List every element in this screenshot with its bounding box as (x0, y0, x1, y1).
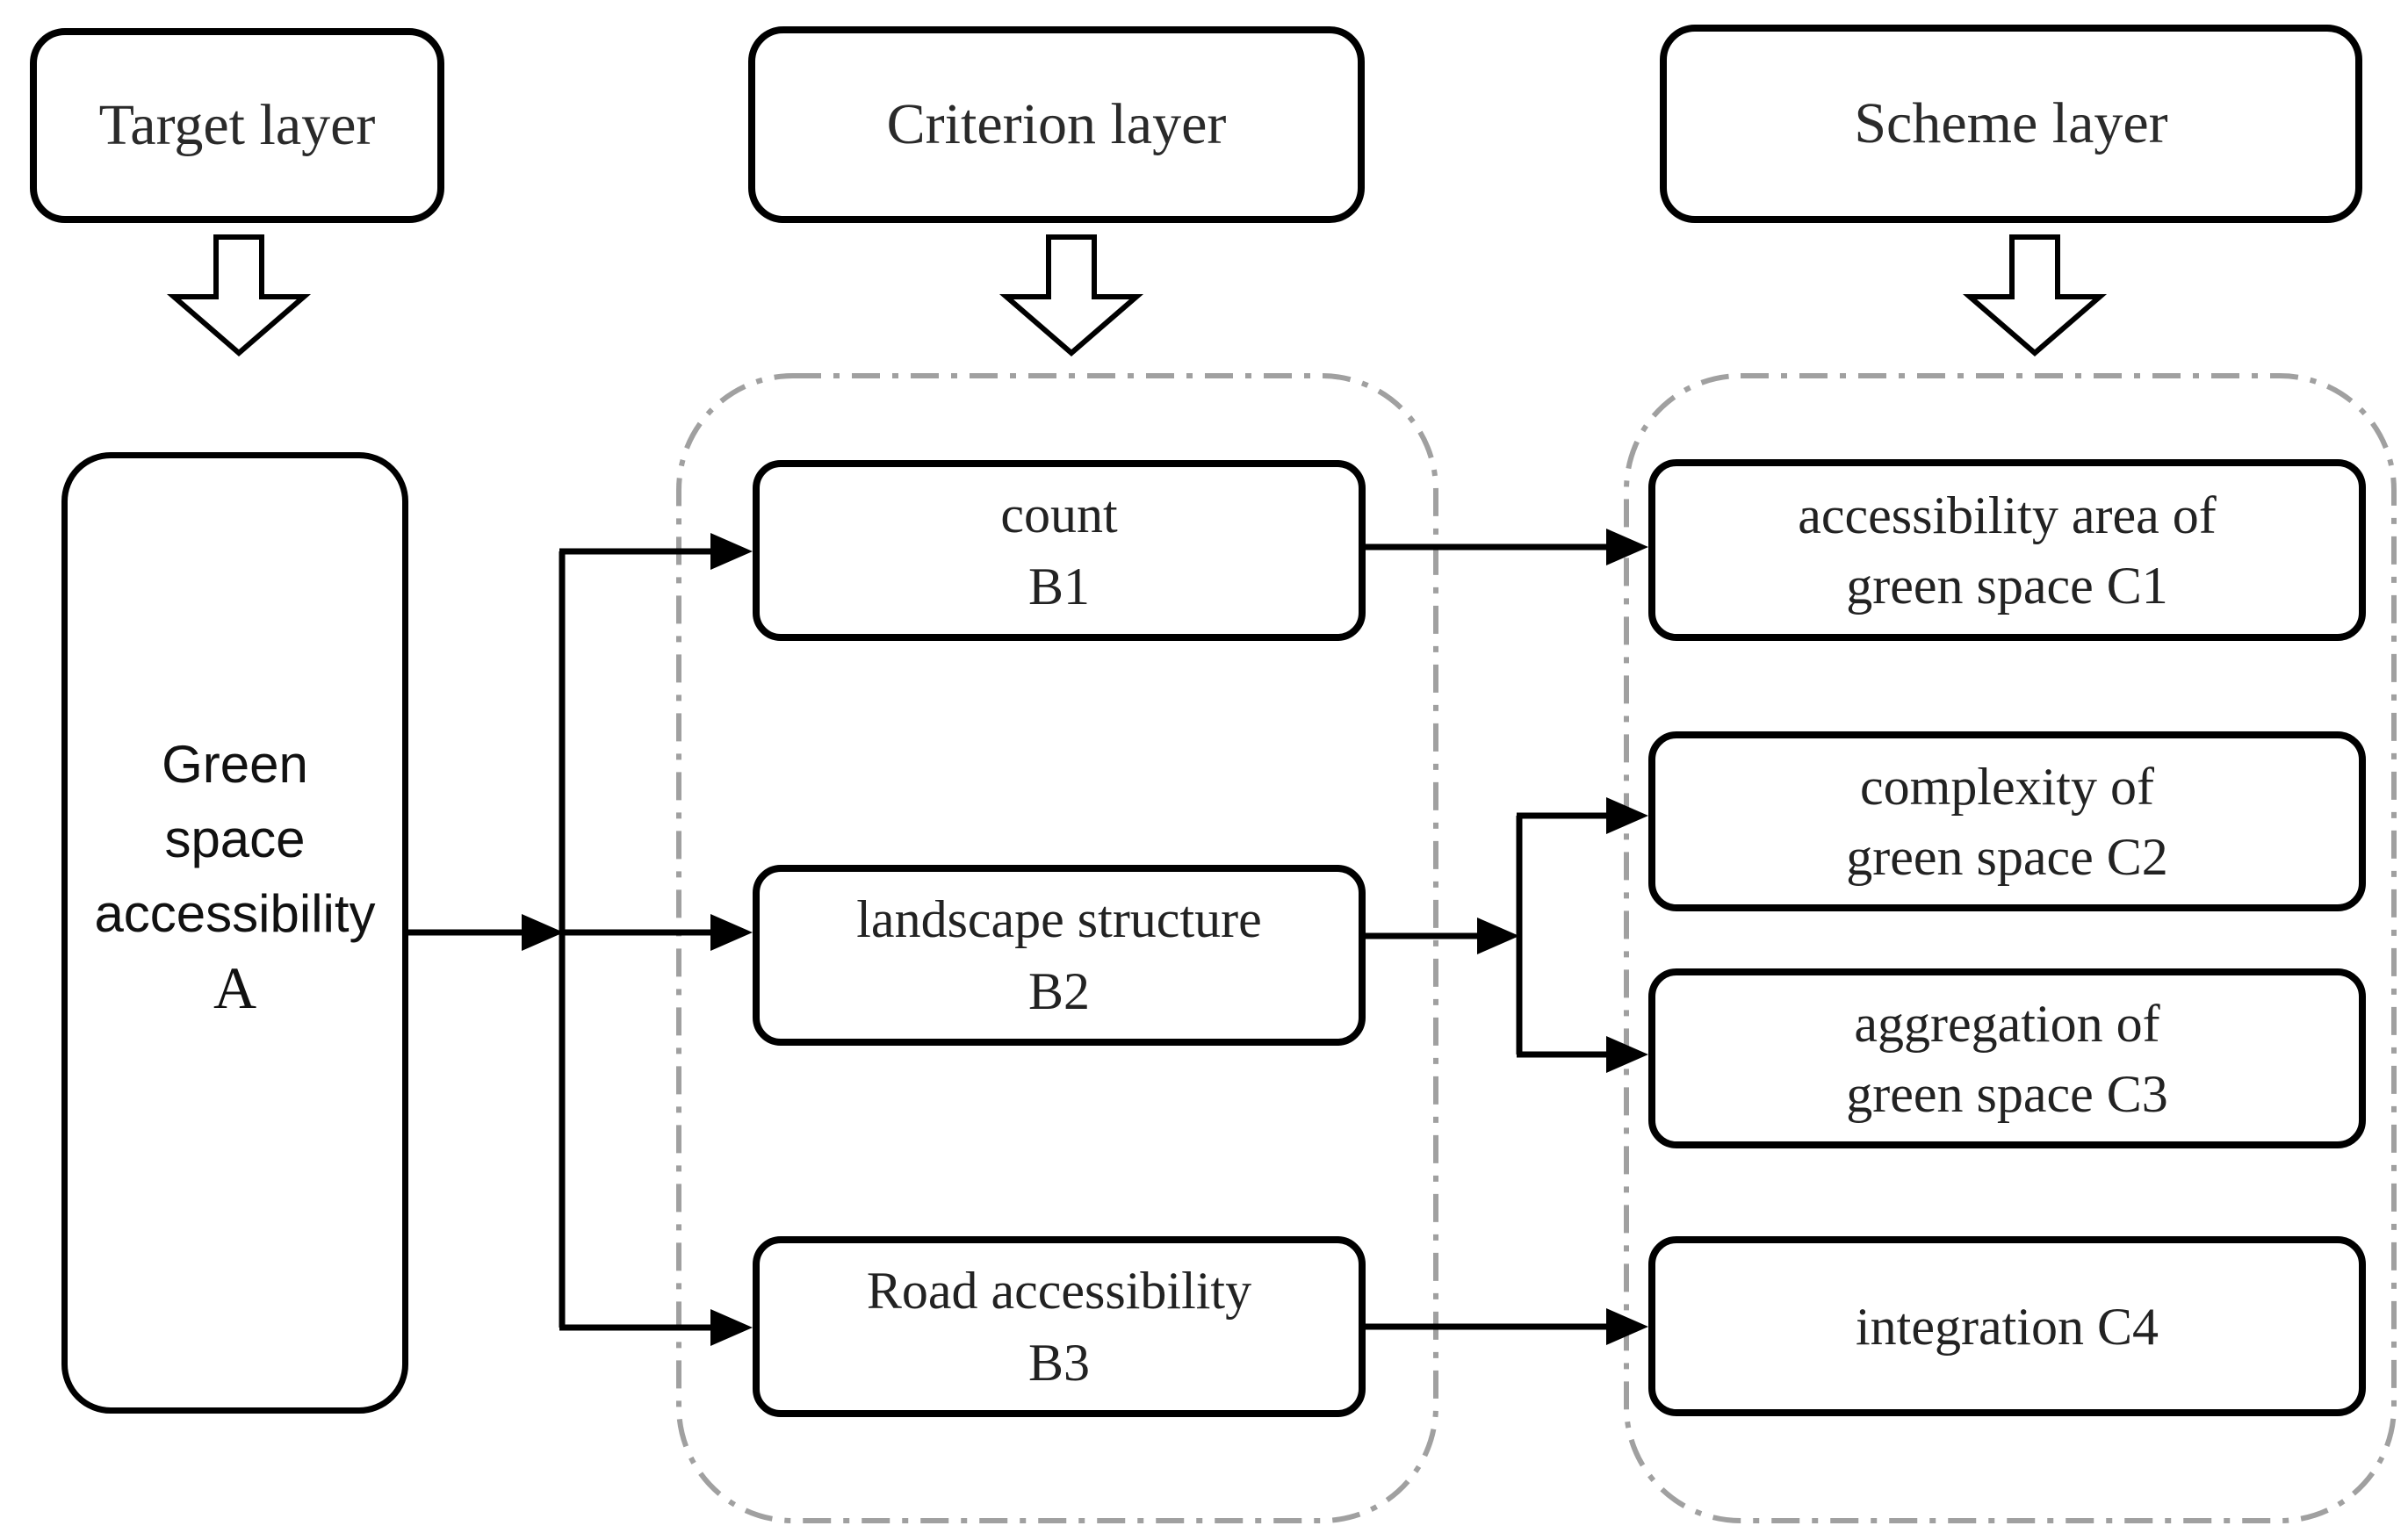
node-b3-label-line: Road accessibility (866, 1262, 1252, 1320)
scheme-group-border (1624, 373, 2397, 1523)
node-complexity-c2: complexity of green space C2 (1648, 731, 2366, 911)
node-count-b1: count B1 (753, 460, 1366, 641)
node-accessibility-area-c1: accessibility area of green space C1 (1648, 459, 2366, 641)
node-b2-label-line: landscape structure (856, 890, 1262, 948)
down-arrow-target (166, 234, 312, 356)
node-b2-label-line: B2 (1027, 962, 1091, 1020)
arrowhead-b3 (710, 1309, 753, 1346)
node-b1-label-line: B1 (1027, 558, 1091, 615)
arrowhead-c3 (1606, 1036, 1648, 1073)
arrowhead-junction (1477, 918, 1519, 954)
arrowhead-c2 (1606, 797, 1648, 834)
criterion-group-border (676, 373, 1438, 1523)
node-aggregation-c3: aggregation of green space C3 (1648, 968, 2366, 1148)
criterion-layer-header: Criterion layer (748, 26, 1365, 223)
node-c3-label-line: green space C3 (1846, 1064, 2168, 1123)
arrowhead-c1 (1606, 529, 1648, 565)
node-c4-label-line: integration C4 (1856, 1297, 2159, 1356)
node-integration-c4: integration C4 (1648, 1236, 2366, 1416)
arrowhead-a-to-trunk (522, 914, 564, 951)
node-a-label-line: accessibility (94, 883, 376, 943)
node-a-label-line: Green (162, 734, 308, 794)
node-c2-label-line: green space C2 (1846, 827, 2168, 886)
node-c1-label-line: green space C1 (1846, 556, 2168, 615)
target-layer-header-label: Target layer (98, 92, 376, 157)
down-arrow-scheme (1962, 234, 2108, 356)
arrowhead-b1 (710, 533, 753, 570)
node-green-space-accessibility-a: Green space accessibility A (61, 452, 408, 1414)
target-layer-header: Target layer (30, 28, 444, 223)
node-c3-label-line: aggregation of (1854, 994, 2160, 1053)
node-a-label: Green space accessibility A (94, 727, 375, 1026)
node-c2-label-line: complexity of (1860, 757, 2154, 816)
arrowhead-b2 (710, 914, 753, 951)
scheme-layer-header-label: Scheme layer (1854, 90, 2168, 155)
node-a-label-line: A (213, 954, 257, 1021)
node-a-label-line: space (164, 809, 306, 868)
scheme-layer-header: Scheme layer (1660, 25, 2362, 223)
node-road-accessibility-b3: Road accessibility B3 (753, 1236, 1366, 1417)
node-landscape-structure-b2: landscape structure B2 (753, 865, 1366, 1046)
down-arrow-criterion (999, 234, 1144, 356)
criterion-layer-header-label: Criterion layer (886, 91, 1227, 156)
node-b1-label-line: count (1000, 486, 1118, 543)
arrowhead-c4 (1606, 1308, 1648, 1345)
node-c1-label-line: accessibility area of (1798, 486, 2217, 544)
node-b3-label-line: B3 (1027, 1334, 1091, 1392)
